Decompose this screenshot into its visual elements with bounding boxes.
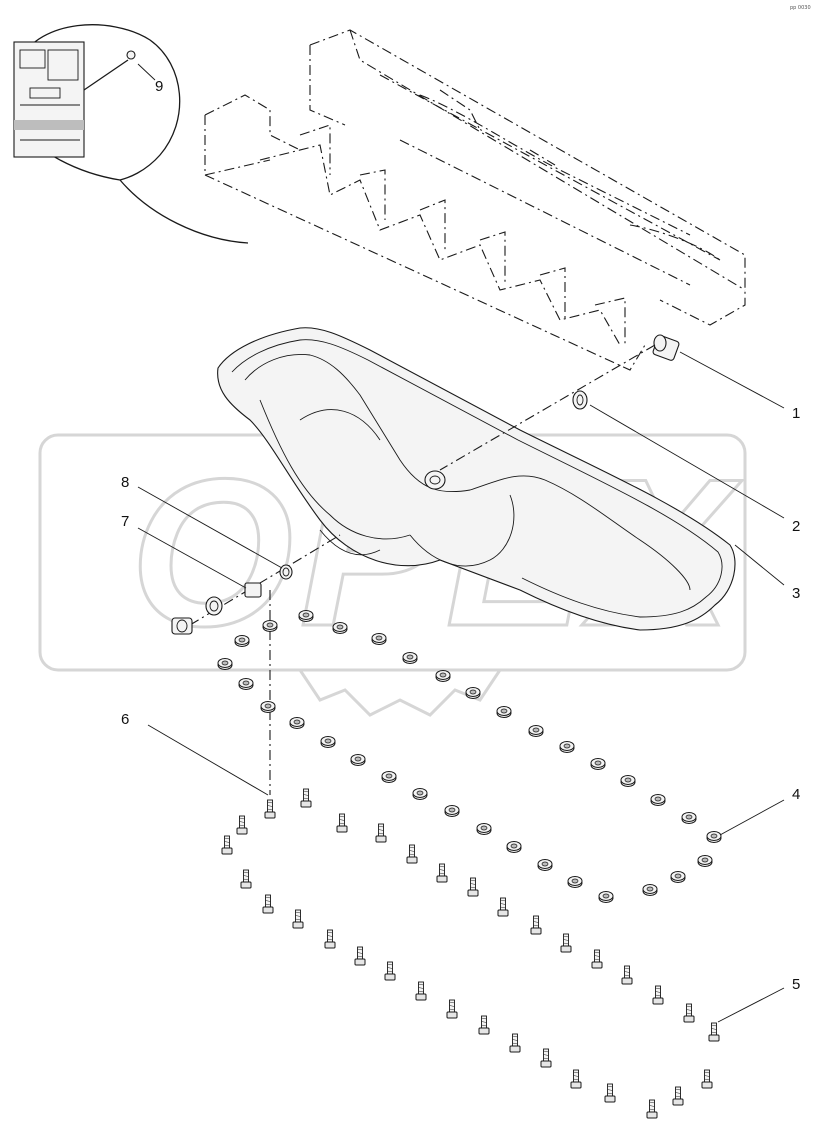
washer <box>620 775 636 787</box>
callout-1: 1 <box>679 351 800 422</box>
callout-5: 5 <box>717 976 800 1023</box>
callout-4: 4 <box>719 786 800 836</box>
washer <box>412 788 428 800</box>
bolt <box>384 961 396 981</box>
bolt <box>467 877 479 897</box>
bolt <box>604 1083 616 1103</box>
bolt <box>652 985 664 1005</box>
washer <box>650 794 666 806</box>
callout-7: 7 <box>121 513 247 589</box>
bolt <box>375 823 387 843</box>
bolt <box>591 949 603 969</box>
bolt-group-part-5 <box>221 788 720 1119</box>
bolt <box>354 946 366 966</box>
callout-label-7: 7 <box>121 513 129 530</box>
washer <box>260 701 276 713</box>
inset-engine-block <box>13 41 85 158</box>
callout-label-3: 3 <box>792 585 800 602</box>
washer <box>298 610 314 622</box>
bolt <box>336 813 348 833</box>
bolt <box>236 815 248 835</box>
washer <box>381 771 397 783</box>
bolt <box>221 835 233 855</box>
callout-3: 3 <box>734 544 800 602</box>
bolt <box>509 1033 521 1053</box>
callout-2: 2 <box>589 404 800 535</box>
washer <box>476 823 492 835</box>
bolt <box>415 981 427 1001</box>
callout-label-4: 4 <box>792 786 800 803</box>
washer <box>642 884 658 896</box>
washer <box>706 831 722 843</box>
bolt <box>497 897 509 917</box>
callout-label-5: 5 <box>792 976 800 993</box>
callout-8: 8 <box>121 474 283 569</box>
callout-label-9: 9 <box>155 78 163 95</box>
washer <box>320 736 336 748</box>
washer <box>598 891 614 903</box>
washer <box>289 717 305 729</box>
callout-9: 9 <box>155 78 163 95</box>
inset-dipstick-detail <box>13 24 249 244</box>
washer <box>590 758 606 770</box>
bolt <box>240 869 252 889</box>
washer <box>537 859 553 871</box>
bolt <box>621 965 633 985</box>
washer <box>559 741 575 753</box>
plug-part-7 <box>171 582 262 635</box>
washer <box>402 652 418 664</box>
callout-label-2: 2 <box>792 518 800 535</box>
callout-6: 6 <box>121 711 269 796</box>
bolt <box>262 894 274 914</box>
bolt <box>406 844 418 864</box>
bolt <box>701 1069 713 1089</box>
washer <box>435 670 451 682</box>
bolt <box>646 1099 658 1119</box>
bolt <box>540 1048 552 1068</box>
washer <box>670 871 686 883</box>
bolt <box>300 788 312 808</box>
bolt <box>672 1086 684 1106</box>
washer <box>506 841 522 853</box>
seal-ring-part-8 <box>279 564 293 580</box>
washer <box>332 622 348 634</box>
bolt <box>436 863 448 883</box>
callout-label-1: 1 <box>792 405 800 422</box>
washer <box>234 635 250 647</box>
washer <box>465 687 481 699</box>
washer <box>371 633 387 645</box>
engine-block-outline <box>204 29 746 371</box>
washer <box>681 812 697 824</box>
bolt <box>292 909 304 929</box>
bolt <box>570 1069 582 1089</box>
bolt <box>478 1015 490 1035</box>
washer <box>444 805 460 817</box>
bolt <box>708 1022 720 1042</box>
bolt <box>530 915 542 935</box>
washer <box>697 855 713 867</box>
washer <box>262 620 278 632</box>
washer-group-part-4 <box>217 610 722 903</box>
corner-code: pp 0030 <box>790 5 811 11</box>
callout-label-8: 8 <box>121 474 129 491</box>
bolt <box>264 799 276 819</box>
washer <box>238 678 254 690</box>
bolt <box>560 933 572 953</box>
washer <box>567 876 583 888</box>
plug-part-1 <box>652 334 680 361</box>
bolt <box>324 929 336 949</box>
washer <box>496 706 512 718</box>
seal-ring-part-2 <box>572 390 588 410</box>
bolt <box>446 999 458 1019</box>
callout-label-6: 6 <box>121 711 129 728</box>
washer <box>217 658 233 670</box>
oil-pan <box>217 327 736 631</box>
bolt <box>683 1003 695 1023</box>
washer <box>350 754 366 766</box>
washer <box>528 725 544 737</box>
